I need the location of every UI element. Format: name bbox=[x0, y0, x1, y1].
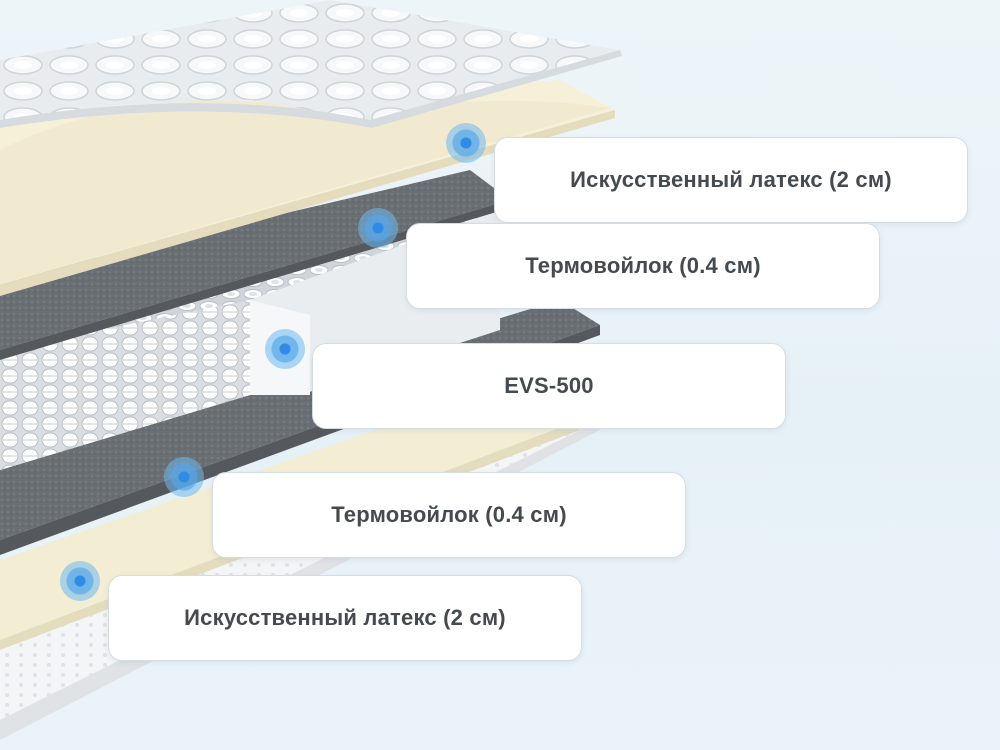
layer-label-5: Искусственный латекс (2 см) bbox=[184, 605, 506, 630]
marker-layer-3-dot bbox=[265, 329, 305, 369]
marker-layer-1-dot bbox=[446, 123, 486, 163]
top-cover bbox=[0, 0, 622, 128]
layer-label-4: Термовойлок (0.4 см) bbox=[331, 502, 567, 527]
layer-label-2: Термовойлок (0.4 см) bbox=[525, 253, 761, 278]
layer-label-1: Искусственный латекс (2 см) bbox=[570, 167, 892, 192]
layer-label-card-3: EVS-500 bbox=[312, 343, 786, 429]
layer-label-card-2: Термовойлок (0.4 см) bbox=[406, 223, 880, 309]
layer-label-card-4: Термовойлок (0.4 см) bbox=[212, 472, 686, 558]
layer-label-card-1: Искусственный латекс (2 см) bbox=[494, 137, 968, 223]
layer-label-3: EVS-500 bbox=[504, 373, 594, 398]
marker-layer-4-dot bbox=[164, 457, 204, 497]
marker-layer-5-dot bbox=[60, 561, 100, 601]
marker-layer-2-dot bbox=[358, 208, 398, 248]
layer-label-card-5: Искусственный латекс (2 см) bbox=[108, 575, 582, 661]
